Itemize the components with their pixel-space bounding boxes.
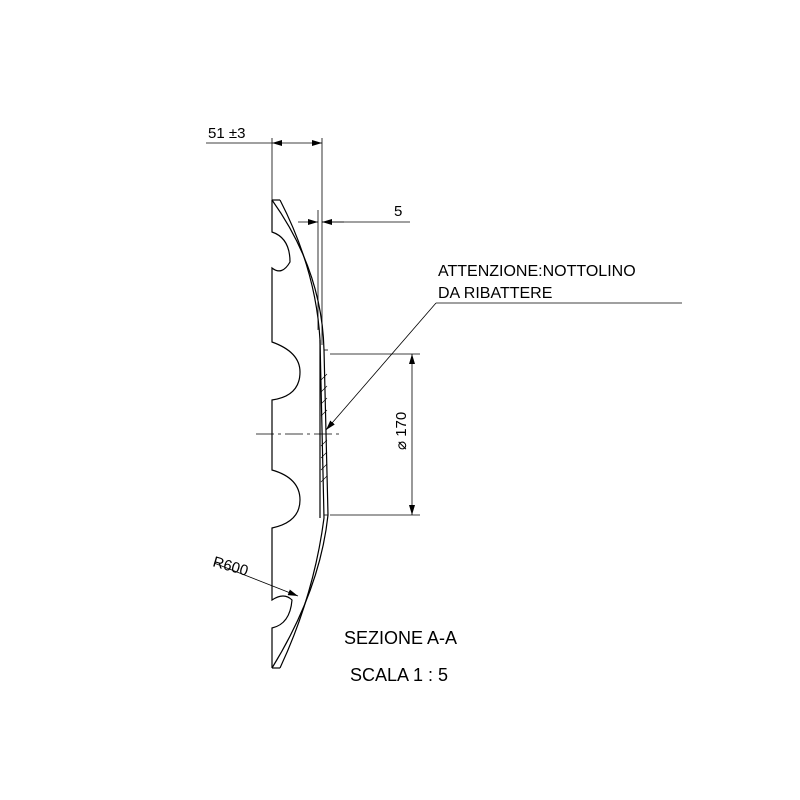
section-scale: SCALA 1 : 5 — [350, 665, 448, 685]
dim-thickness: 5 — [298, 203, 410, 330]
disc-profile — [271, 199, 329, 669]
dim-radius-label: R600 — [211, 554, 250, 580]
note-line2: DA RIBATTERE — [438, 285, 552, 302]
note-callout: ATTENZIONE:NOTTOLINO DA RIBATTERE — [325, 263, 682, 431]
disc-inner-arc — [279, 199, 325, 669]
dim-overall-depth: 51 ±3 — [206, 125, 323, 345]
dim-thickness-label: 5 — [394, 203, 402, 220]
note-line1: ATTENZIONE:NOTTOLINO — [438, 263, 636, 280]
dim-diameter: ⌀ 170 — [330, 353, 420, 516]
diameter-symbol-icon: ⌀ — [393, 441, 410, 450]
disc-outer-arc — [271, 199, 329, 669]
dim-diameter-label: ⌀ 170 — [393, 412, 410, 450]
section-title: SEZIONE A-A — [344, 628, 457, 648]
disc-left-edge — [271, 200, 301, 668]
hub-hatch — [320, 373, 328, 483]
dim-overall-depth-label: 51 ±3 — [208, 125, 245, 142]
dim-radius: R600 — [211, 554, 299, 597]
